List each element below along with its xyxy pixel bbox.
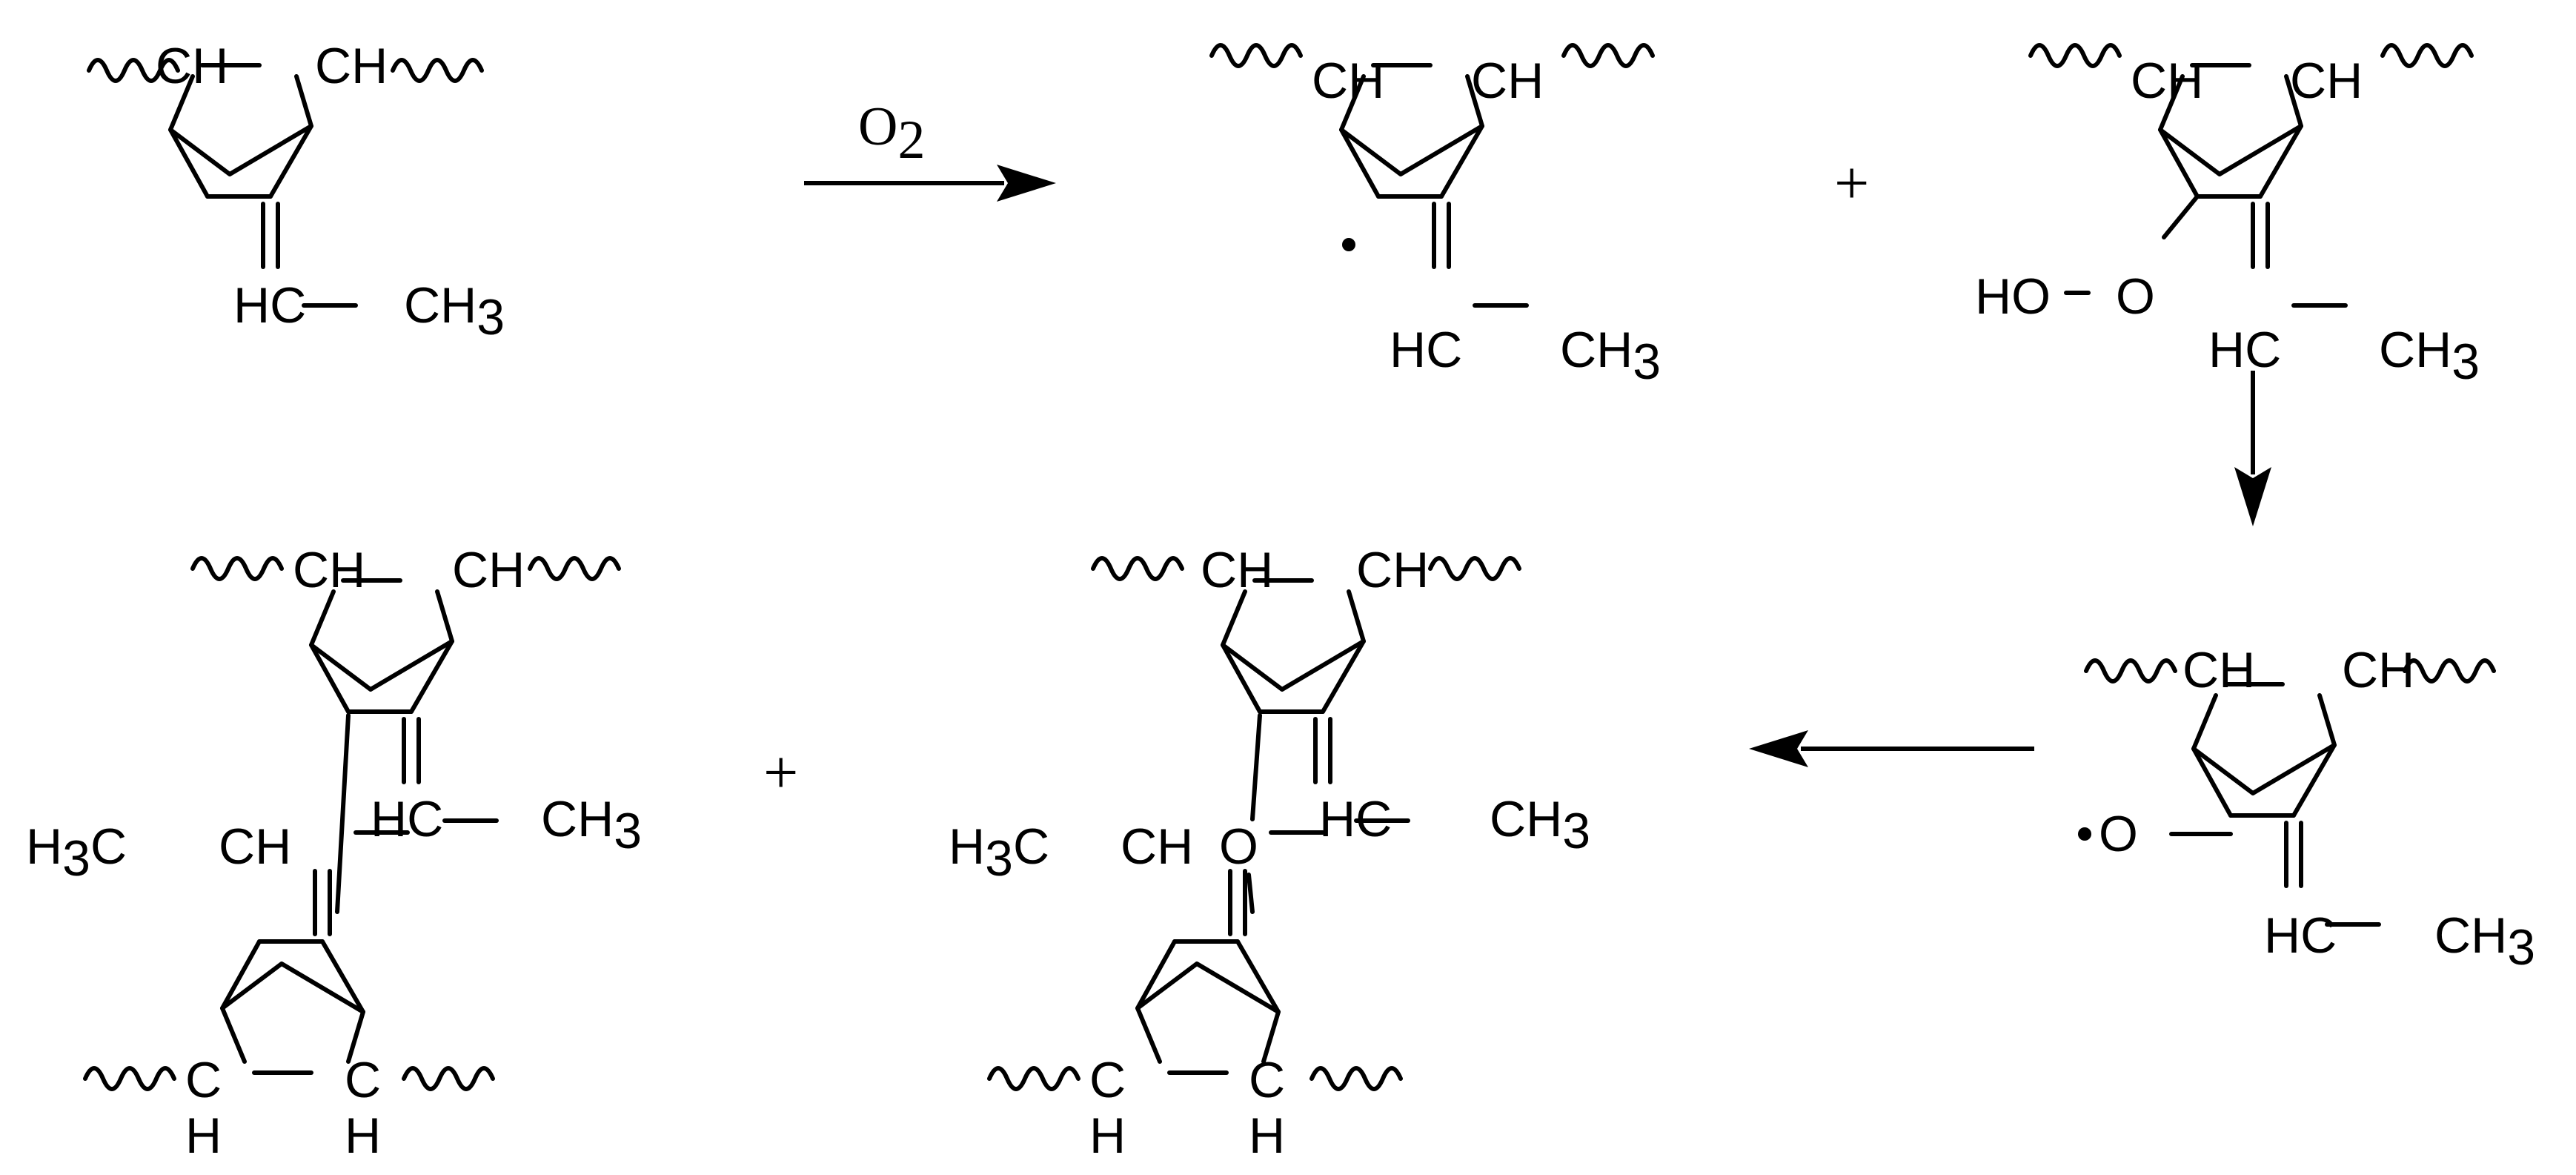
h-lower-left-label: H	[1089, 1108, 1126, 1164]
ch-left-label: CH	[2182, 642, 2255, 698]
polymer-chain-right-wave	[2380, 43, 2474, 68]
structure-hydroperoxide: CH CH HO O HC CH3	[1975, 43, 2480, 390]
h-lower-right-label: H	[1249, 1108, 1285, 1164]
polymer-chain-right-wave	[1428, 556, 1521, 581]
methyl-label: CH3	[541, 791, 642, 859]
ch-left-label: CH	[156, 38, 228, 94]
hc-label: HC	[2208, 322, 2281, 378]
polymer-chain-left-wave	[190, 556, 284, 581]
c-lower-right-label: C	[1249, 1052, 1285, 1108]
hydroperoxide-o-label: O	[2116, 268, 2155, 325]
h3c-h-label: H3C	[26, 818, 127, 887]
polymer-chain-lower-left-wave	[83, 1066, 176, 1091]
polymer-chain-right-wave	[391, 58, 484, 83]
plus-sign-top: +	[1834, 149, 1869, 218]
polymer-chain-left-wave	[1091, 556, 1184, 581]
ch-left-label: CH	[2131, 53, 2203, 109]
c-lower-left-label: C	[185, 1052, 222, 1108]
polymer-chain-left-wave	[1209, 43, 1303, 68]
polymer-chain-right-wave	[528, 556, 621, 581]
polymer-chain-left-wave	[2028, 43, 2122, 68]
methyl-label: CH3	[1490, 791, 1590, 859]
hc-label: HC	[371, 791, 443, 847]
h-lower-left-label: H	[185, 1108, 222, 1164]
ch-right-label: CH	[1471, 53, 1544, 109]
hc-label: HC	[1319, 791, 1392, 847]
polymer-chain-left-wave	[2084, 658, 2177, 684]
ch-right-label: CH	[315, 38, 388, 94]
ch-right-label: CH	[2342, 642, 2414, 698]
structure-cc-crosslink: CH CH HC CH3 H3C CH C C H H	[26, 542, 642, 1164]
c-lower-right-label: C	[345, 1052, 381, 1108]
hc-label: HC	[1390, 322, 1462, 378]
polymer-chain-lower-right-wave	[402, 1066, 495, 1091]
alkoxy-o-label: O	[2099, 806, 2138, 862]
crosslinking-arrow	[1749, 730, 2034, 767]
polymer-chain-lower-left-wave	[987, 1066, 1080, 1091]
polymer-chain-right-wave	[1561, 43, 1655, 68]
ch-label: CH	[219, 818, 291, 875]
ch-right-label: CH	[452, 542, 525, 598]
decomposition-arrow	[2234, 371, 2271, 526]
c-o-ether-bond-lower	[1246, 873, 1255, 914]
ch-left-label: CH	[1201, 542, 1273, 598]
methyl-label: CH3	[2434, 907, 2535, 976]
structure-alkoxy-radical: CH CH O HC CH3	[2078, 642, 2535, 976]
hc-label: HC	[233, 277, 306, 334]
radical-dot	[1342, 238, 1355, 251]
crosslink-bond	[335, 713, 351, 914]
hydroperoxide-ho-label: HO	[1975, 268, 2051, 325]
ch-label: CH	[1121, 818, 1193, 875]
radical-dot	[2078, 827, 2091, 841]
c-lower-left-label: C	[1089, 1052, 1126, 1108]
h-lower-right-label: H	[345, 1108, 381, 1164]
ch-right-label: CH	[2290, 53, 2363, 109]
structure-enb-start: CH CH HC CH3	[87, 38, 505, 345]
ch-right-label: CH	[1356, 542, 1429, 598]
oxygen-reagent-label: O2	[858, 96, 925, 171]
oxidation-arrow: O2	[804, 96, 1056, 202]
polymer-chain-lower-right-wave	[1309, 1066, 1403, 1091]
ch-left-label: CH	[293, 542, 365, 598]
polymer-chain-right-wave	[2403, 658, 2496, 684]
ch-left-label: CH	[1312, 53, 1384, 109]
hc-label: HC	[2264, 907, 2337, 964]
ether-o-label: O	[1219, 818, 1258, 875]
c-o-ether-bond-upper	[1250, 713, 1262, 821]
h3c-h-label: H3C	[949, 818, 1049, 887]
c-o-bond	[2162, 194, 2200, 239]
structure-ether-crosslink: CH CH HC CH3 O H3C CH C C H H	[949, 542, 1590, 1164]
methyl-label: CH3	[404, 277, 505, 345]
structure-allylic-radical: CH CH HC CH3	[1209, 43, 1661, 390]
polymer-chain-left-wave	[87, 58, 180, 83]
methyl-label: CH3	[1560, 322, 1661, 390]
methyl-label: CH3	[2379, 322, 2480, 390]
plus-sign-bottom: +	[763, 738, 798, 807]
